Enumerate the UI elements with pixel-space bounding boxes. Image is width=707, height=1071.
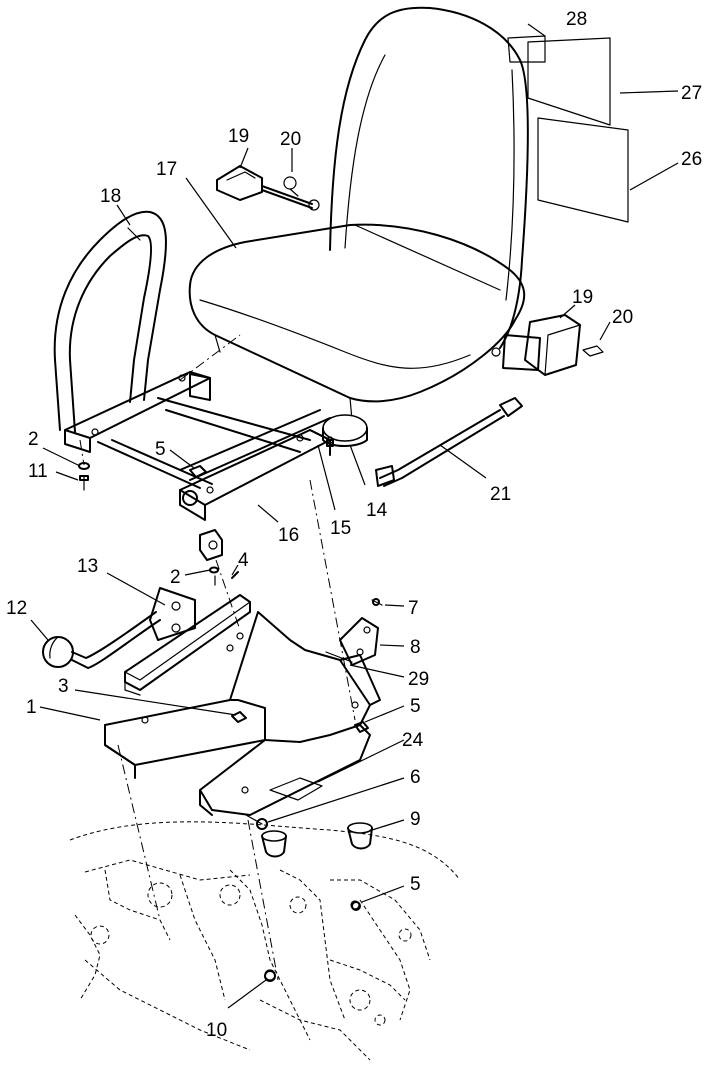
callout-20-lower: 20 xyxy=(612,307,633,328)
adjustment-lever xyxy=(42,611,161,669)
wire-harness xyxy=(375,397,523,487)
seat-belt-buckle-upper xyxy=(216,165,320,211)
callout-14: 14 xyxy=(366,500,388,521)
seat-base-plate xyxy=(104,611,381,816)
callout-21: 21 xyxy=(490,484,511,505)
callout-6: 6 xyxy=(410,767,421,788)
hardware-fasteners xyxy=(78,439,369,982)
callout-5-right: 5 xyxy=(410,696,421,717)
callout-18: 18 xyxy=(100,186,121,207)
leader-lines xyxy=(30,23,679,1009)
callout-19-lower: 19 xyxy=(572,287,593,308)
callout-19-upper: 19 xyxy=(228,126,249,147)
callout-labels: 28 27 26 19 20 17 18 19 20 2 11 5 15 14 … xyxy=(6,9,702,1041)
callout-5-upper: 5 xyxy=(155,439,166,460)
seat-switch xyxy=(322,414,368,456)
callout-4: 4 xyxy=(238,550,249,571)
callout-26: 26 xyxy=(681,149,702,170)
seat-cushion xyxy=(188,6,529,421)
callout-2-upper: 2 xyxy=(28,429,39,450)
assembly-centerlines xyxy=(79,334,356,981)
callout-9: 9 xyxy=(410,809,421,830)
callout-15: 15 xyxy=(330,518,351,539)
tractor-frame xyxy=(69,821,461,1061)
label-decals xyxy=(507,35,629,223)
callout-8: 8 xyxy=(410,637,421,658)
callout-17: 17 xyxy=(156,159,177,180)
callout-29: 29 xyxy=(408,669,429,690)
callout-5-lower: 5 xyxy=(410,874,421,895)
seat-slide-rail xyxy=(124,587,251,696)
callout-13: 13 xyxy=(77,556,98,577)
callout-24: 24 xyxy=(402,730,424,751)
seat-switch-bracket xyxy=(325,598,383,666)
callout-20-upper: 20 xyxy=(280,129,301,150)
callout-28: 28 xyxy=(566,9,587,30)
callout-3: 3 xyxy=(58,676,69,697)
callout-27: 27 xyxy=(681,83,702,104)
callout-16: 16 xyxy=(278,525,299,546)
callout-2-lower: 2 xyxy=(170,567,181,588)
callout-12: 12 xyxy=(6,598,27,619)
callout-7: 7 xyxy=(408,598,419,619)
callout-10: 10 xyxy=(206,1020,227,1041)
hand-rail xyxy=(53,210,167,433)
bumper-stop xyxy=(261,822,373,858)
seat-belt-retractor xyxy=(491,314,604,376)
callout-1: 1 xyxy=(26,697,37,718)
callout-11: 11 xyxy=(28,461,48,482)
